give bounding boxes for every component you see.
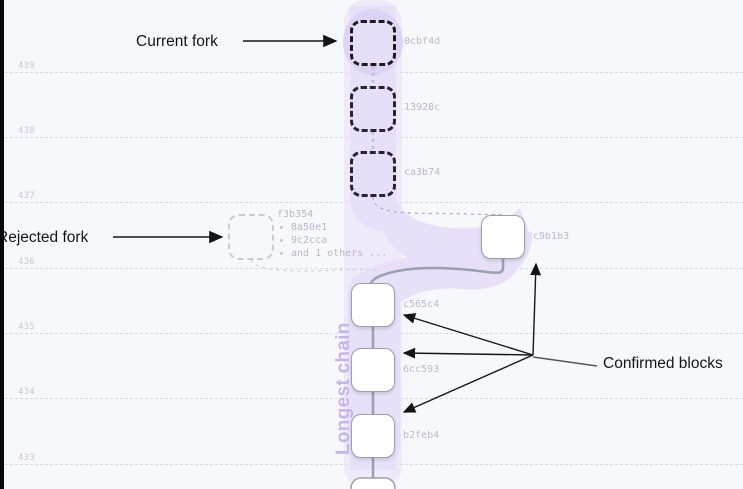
fork-block-13928c[interactable] <box>350 86 396 132</box>
rejected-fork-head-hash: f3b354 <box>277 209 314 220</box>
left-edge-strip <box>0 0 4 489</box>
annotation-current-fork: Current fork <box>136 33 218 50</box>
leader-confirmed-blocks <box>532 356 598 367</box>
main-block-hash-b2feb4: b2feb4 <box>403 430 440 441</box>
main-link-c9b1b3-c565c4 <box>367 257 505 294</box>
main-block-partial <box>350 477 396 489</box>
row-label-437: 437 <box>18 191 35 201</box>
main-block-c9b1b3[interactable] <box>481 215 525 259</box>
row-label-433: 433 <box>18 453 35 463</box>
fork-to-confirmed-connector <box>372 196 504 216</box>
row-label-439: 439 <box>18 61 35 71</box>
rejected-fork-hash-list: f3b354 8a50e1 9c2cca and 1 others ... <box>277 208 387 260</box>
annotation-confirmed-blocks: Confirmed blocks <box>603 355 723 372</box>
row-label-438: 438 <box>18 126 35 136</box>
fork-block-ca3b74[interactable] <box>350 151 396 197</box>
rejected-fork-child-0: 8a50e1 <box>277 221 387 234</box>
fork-block-0cbf4d[interactable] <box>350 20 396 66</box>
arrow-confirmed-c9b1b3 <box>530 262 542 356</box>
fork-block-hash-13928c: 13928c <box>404 102 441 113</box>
main-block-hash-6cc593: 6cc593 <box>403 364 440 375</box>
rejected-fork-connector <box>250 259 379 272</box>
fork-block-hash-0cbf4d: 0cbf4d <box>404 36 441 47</box>
arrow-confirmed-c565c4 <box>402 313 534 356</box>
main-block-6cc593[interactable] <box>351 348 395 392</box>
main-block-hash-c565c4: c565c4 <box>403 299 440 310</box>
row-label-436: 436 <box>18 257 35 267</box>
arrow-confirmed-b2feb4 <box>402 354 534 413</box>
arrow-confirmed-6cc593 <box>402 347 534 359</box>
rejected-fork-child-2: and 1 others ... <box>277 247 387 260</box>
row-label-435: 435 <box>18 322 35 332</box>
annotation-rejected-fork: Rejected fork <box>0 229 89 246</box>
rejected-fork-block[interactable] <box>228 214 274 260</box>
main-block-b2feb4[interactable] <box>351 414 395 458</box>
main-block-c565c4[interactable] <box>351 283 395 327</box>
main-block-hash-c9b1b3: c9b1b3 <box>533 231 570 242</box>
fork-block-hash-ca3b74: ca3b74 <box>404 167 441 178</box>
row-label-434: 434 <box>18 387 35 397</box>
rejected-fork-child-1: 9c2cca <box>277 234 387 247</box>
